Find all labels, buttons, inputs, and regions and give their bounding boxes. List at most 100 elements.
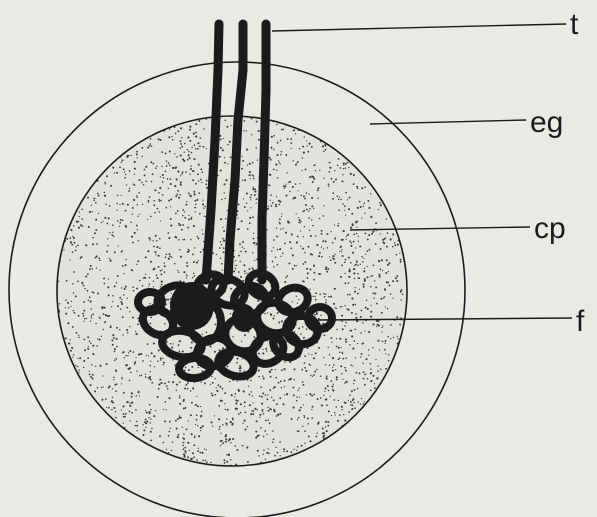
stipple-dot — [338, 347, 340, 349]
stipple-dot — [158, 349, 160, 351]
stipple-dot — [108, 407, 110, 409]
stipple-dot — [133, 290, 135, 292]
stipple-dot — [175, 213, 177, 215]
stipple-dot — [154, 189, 156, 191]
stipple-dot — [399, 324, 401, 326]
stipple-dot — [230, 156, 232, 158]
stipple-dot — [112, 232, 113, 233]
stipple-dot — [270, 159, 272, 161]
stipple-dot — [333, 258, 335, 260]
stipple-dot — [350, 401, 352, 403]
stipple-dot — [301, 369, 303, 371]
stipple-dot — [176, 390, 177, 391]
stipple-dot — [130, 420, 131, 421]
stipple-dot — [181, 229, 183, 231]
stipple-dot — [361, 310, 363, 312]
stipple-dot — [255, 147, 257, 149]
stipple-dot — [239, 243, 241, 245]
stipple-dot — [361, 353, 363, 355]
stipple-dot — [307, 151, 309, 153]
stipple-dot — [181, 173, 183, 175]
stipple-dot — [123, 168, 125, 170]
stipple-dot — [92, 374, 94, 376]
stipple-dot — [321, 233, 323, 235]
stipple-dot — [209, 345, 211, 347]
stipple-dot — [304, 367, 306, 369]
stipple-dot — [373, 297, 375, 299]
stipple-dot — [232, 417, 234, 419]
stipple-dot — [252, 162, 254, 164]
stipple-dot — [92, 345, 94, 347]
stipple-dot — [318, 347, 320, 349]
stipple-dot — [134, 363, 136, 365]
stipple-dot — [310, 269, 312, 271]
stipple-dot — [166, 304, 167, 305]
stipple-dot — [370, 286, 372, 288]
stipple-dot — [322, 432, 324, 434]
stipple-dot — [284, 394, 285, 395]
stipple-dot — [319, 218, 321, 220]
stipple-dot — [312, 181, 314, 183]
stipple-dot — [65, 300, 67, 302]
stipple-dot — [303, 384, 305, 386]
stipple-dot — [170, 218, 172, 220]
stipple-dot — [246, 272, 247, 273]
stipple-dot — [67, 322, 69, 324]
stipple-dot — [306, 192, 308, 194]
stipple-dot — [137, 204, 139, 206]
stipple-dot — [72, 251, 74, 253]
stipple-dot — [345, 238, 346, 239]
stipple-dot — [107, 286, 109, 288]
stipple-dot — [226, 454, 227, 455]
stipple-dot — [257, 435, 259, 437]
stipple-dot — [110, 325, 111, 326]
stipple-dot — [296, 450, 297, 451]
stipple-dot — [226, 126, 228, 128]
stipple-dot — [304, 362, 306, 364]
stipple-dot — [306, 277, 308, 279]
stipple-dot — [200, 251, 202, 253]
stipple-dot — [230, 313, 232, 315]
stipple-dot — [156, 166, 157, 167]
stipple-dot — [337, 195, 339, 197]
stipple-dot — [245, 251, 247, 253]
stipple-dot — [323, 177, 324, 178]
stipple-dot — [81, 209, 83, 211]
stipple-dot — [165, 207, 167, 209]
stipple-dot — [114, 251, 116, 253]
stipple-dot — [400, 259, 402, 261]
stipple-dot — [133, 199, 135, 201]
stipple-dot — [136, 153, 138, 155]
stipple-dot — [138, 192, 140, 194]
stipple-dot — [353, 184, 354, 185]
stipple-dot — [381, 312, 383, 314]
stipple-dot — [166, 341, 168, 343]
stipple-dot — [370, 193, 371, 194]
stipple-dot — [193, 456, 195, 458]
stipple-dot — [302, 263, 304, 265]
stipple-dot — [367, 266, 368, 267]
stipple-dot — [342, 328, 344, 330]
stipple-dot — [341, 373, 343, 375]
stipple-dot — [159, 435, 161, 437]
stipple-dot — [269, 408, 271, 410]
stipple-dot — [123, 392, 125, 394]
stipple-dot — [166, 409, 167, 410]
stipple-dot — [217, 384, 219, 386]
stipple-dot — [334, 262, 336, 264]
stipple-dot — [313, 208, 314, 209]
stipple-dot — [180, 143, 182, 145]
stipple-dot — [275, 256, 277, 258]
stipple-dot — [384, 349, 386, 351]
stipple-dot — [309, 393, 311, 395]
stipple-dot — [272, 317, 274, 319]
stipple-dot — [150, 371, 151, 372]
stipple-dot — [340, 365, 342, 367]
stipple-dot — [87, 348, 88, 349]
stipple-dot — [263, 413, 265, 415]
stipple-dot — [178, 351, 180, 353]
stipple-dot — [92, 268, 93, 269]
stipple-dot — [160, 357, 162, 359]
stipple-dot — [303, 152, 305, 154]
stipple-dot — [129, 405, 131, 407]
